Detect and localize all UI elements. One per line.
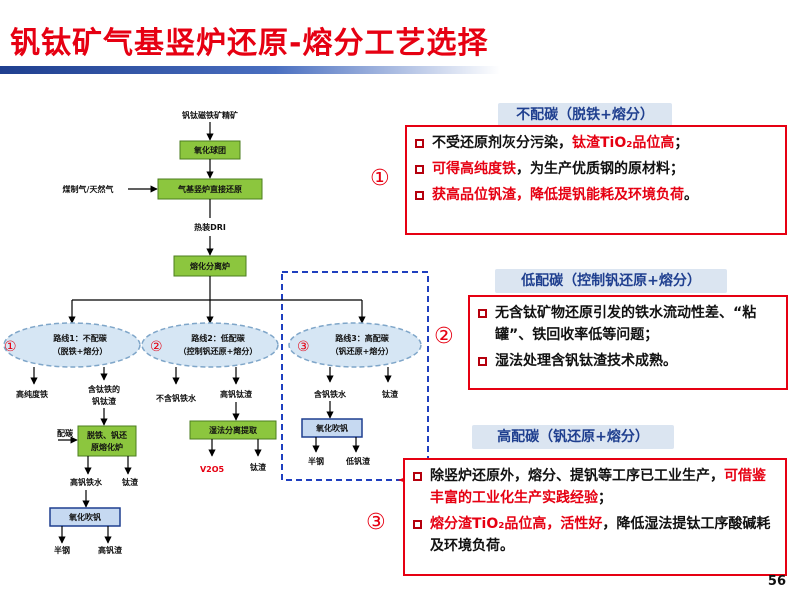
checkbox-bullet-icon	[413, 520, 422, 529]
panel1-marker: ①	[370, 166, 390, 191]
panel1-list: 不受还原剂灰分污染，钛渣TiO₂品位高； 可得高纯度铁，为生产优质钢的原材料； 获高…	[415, 132, 779, 206]
panel3-heading: 高配碳（钒还原+熔分）	[472, 425, 674, 449]
highlight-text: 获高品位钒渣，降低提钒能耗及环境负荷	[432, 187, 684, 203]
route2-line1: 路线2：低配碳	[191, 333, 246, 343]
checkbox-bullet-icon	[478, 357, 487, 366]
flow-pellet-label: 氧化球团	[193, 145, 226, 155]
r3-out-semisteel: 半钢	[308, 456, 324, 466]
flow-dri-label: 热装DRI	[194, 222, 226, 232]
page-title: 钒钛矿气基竖炉还原-熔分工艺选择	[10, 26, 489, 61]
r1-out-hv-slag: 高钒渣	[98, 545, 123, 555]
r2-out-iron: 不含钒铁水	[156, 393, 197, 403]
route3-line1: 路线3：高配碳	[335, 333, 390, 343]
r2-out-v2o5: V2O5	[200, 465, 225, 474]
plain-text: 无含钛矿物还原引发的铁水流动性差、“粘罐”、铁回收率低等问题；	[495, 305, 757, 343]
bullet-item: 无含钛矿物还原引发的铁水流动性差、“粘罐”、铁回收率低等问题；	[478, 302, 780, 346]
plain-text: 。	[684, 187, 698, 203]
plain-text: 除竖炉还原外，熔分、提钒等工序已工业生产，	[430, 468, 724, 484]
r3-blow-box	[301, 418, 363, 438]
r2-out-ti-slag: 钛渣	[250, 462, 267, 472]
r1-out-hv-iron: 高钒铁水	[70, 477, 103, 487]
r1-carbon-label: 配碳	[57, 428, 74, 438]
route1-marker: ①	[4, 339, 17, 355]
r1-reduce-box	[77, 425, 137, 457]
plain-text: 湿法处理含钒钛渣技术成熟。	[495, 353, 677, 369]
r1-out-ti-slag: 钛渣	[122, 477, 139, 487]
r1-out-iron: 高纯度铁	[16, 389, 48, 399]
r1-out-semisteel: 半钢	[54, 545, 70, 555]
r1-blow-label: 氧化吹钒	[68, 512, 101, 522]
highlight-text: 熔分渣TiO₂品位高，活性好	[430, 516, 603, 532]
bullet-text: 不受还原剂灰分污染，钛渣TiO₂品位高；	[432, 132, 779, 154]
plain-text: ，降低湿法提钛工序酸碱耗及环境负荷。	[430, 516, 771, 554]
highlight-text: 可借鉴丰富的工业化生产实践经验	[430, 468, 766, 506]
checkbox-bullet-icon	[415, 165, 424, 174]
panel3: 除竖炉还原外，熔分、提钒等工序已工业生产，可借鉴丰富的工业化生产实践经验；熔分渣…	[403, 458, 787, 576]
bullet-item: 熔分渣TiO₂品位高，活性好，降低湿法提钛工序酸碱耗及环境负荷。	[413, 513, 779, 557]
bullet-item: 除竖炉还原外，熔分、提钒等工序已工业生产，可借鉴丰富的工业化生产实践经验；	[413, 465, 779, 509]
route1-line1: 路线1：不配碳	[53, 333, 108, 343]
bullet-text: 熔分渣TiO₂品位高，活性好，降低湿法提钛工序酸碱耗及环境负荷。	[430, 513, 779, 557]
panel2-marker: ②	[434, 324, 454, 349]
r3-out-iron: 含钒铁水	[314, 389, 347, 399]
route2-line2: （控制钒还原+熔分）	[179, 346, 258, 356]
panel2-heading: 低配碳（控制钒还原+熔分）	[495, 269, 727, 293]
panel1: 不受还原剂灰分污染，钛渣TiO₂品位高； 可得高纯度铁，为生产优质钢的原材料； 获高…	[405, 125, 787, 235]
bullet-text: 湿法处理含钒钛渣技术成熟。	[495, 350, 780, 372]
highlight-text: 钛渣TiO₂品位高	[572, 135, 675, 151]
route3-line2: （钒还原+熔分）	[331, 346, 394, 356]
bullet-item: 不受还原剂灰分污染，钛渣TiO₂品位高；	[415, 132, 779, 154]
bullet-text: 无含钛矿物还原引发的铁水流动性差、“粘罐”、铁回收率低等问题；	[495, 302, 780, 346]
r3-blow-label: 氧化吹钒	[315, 423, 348, 433]
panel1-heading: 不配碳（脱铁+熔分）	[498, 103, 672, 127]
bullet-item: 湿法处理含钒钛渣技术成熟。	[478, 350, 780, 372]
panel2-list: 无含钛矿物还原引发的铁水流动性差、“粘罐”、铁回收率低等问题； 湿法处理含钒钛渣技…	[478, 302, 780, 372]
route3-ellipse	[288, 322, 422, 368]
plain-text: 不受还原剂灰分污染，	[432, 135, 572, 151]
r2-wet-box	[189, 420, 277, 440]
highlight-text: 可得高纯度铁	[432, 161, 516, 177]
bullet-item: 可得高纯度铁，为生产优质钢的原材料；	[415, 158, 779, 180]
flow-smelter-label: 熔化分离炉	[190, 261, 230, 271]
r3-out-ti-slag: 钛渣	[382, 389, 399, 399]
page-number: 56	[767, 574, 786, 589]
flow-gas-label: 煤制气/天然气	[63, 184, 114, 194]
route1-ellipse	[3, 322, 141, 368]
route1-line2: （脱铁+熔分）	[53, 346, 108, 356]
r1-out-slag-l1: 含钛铁的	[88, 384, 120, 394]
flow-shaft-label: 气基竖炉直接还原	[177, 184, 242, 194]
route2-marker: ②	[150, 339, 163, 355]
r1-reduce-l2: 原熔化炉	[91, 442, 123, 452]
r1-out-slag-l2: 钒钛渣	[92, 396, 117, 406]
title-underline	[0, 66, 500, 74]
panel3-marker: ③	[366, 510, 386, 535]
r1-reduce-l1: 脱铁、钒还	[87, 430, 128, 440]
route3-marker: ③	[297, 339, 310, 355]
checkbox-bullet-icon	[478, 309, 487, 318]
r2-out-slag: 高钒钛渣	[220, 389, 253, 399]
bullet-text: 除竖炉还原外，熔分、提钒等工序已工业生产，可借鉴丰富的工业化生产实践经验；	[430, 465, 779, 509]
r2-wet-label: 湿法分离提取	[209, 425, 257, 435]
panel3-list: 除竖炉还原外，熔分、提钒等工序已工业生产，可借鉴丰富的工业化生产实践经验；熔分渣…	[413, 465, 779, 557]
checkbox-bullet-icon	[415, 191, 424, 200]
bullet-item: 获高品位钒渣，降低提钒能耗及环境负荷。	[415, 184, 779, 206]
plain-text: ；	[674, 135, 689, 151]
plain-text: ，为生产优质钢的原材料；	[516, 161, 684, 177]
panel2: 无含钛矿物还原引发的铁水流动性差、“粘罐”、铁回收率低等问题； 湿法处理含钒钛渣技…	[468, 295, 788, 390]
route3-highlight-frame	[281, 271, 429, 481]
checkbox-bullet-icon	[415, 139, 424, 148]
bullet-text: 获高品位钒渣，降低提钒能耗及环境负荷。	[432, 184, 779, 206]
flow-ore-label: 钒钛磁铁矿精矿	[182, 110, 238, 120]
route2-ellipse	[141, 322, 279, 368]
plain-text: ；	[598, 490, 612, 506]
bullet-text: 可得高纯度铁，为生产优质钢的原材料；	[432, 158, 779, 180]
checkbox-bullet-icon	[413, 472, 422, 481]
r1-blow-box	[49, 507, 121, 527]
r3-out-lv-slag: 低钒渣	[345, 456, 371, 466]
